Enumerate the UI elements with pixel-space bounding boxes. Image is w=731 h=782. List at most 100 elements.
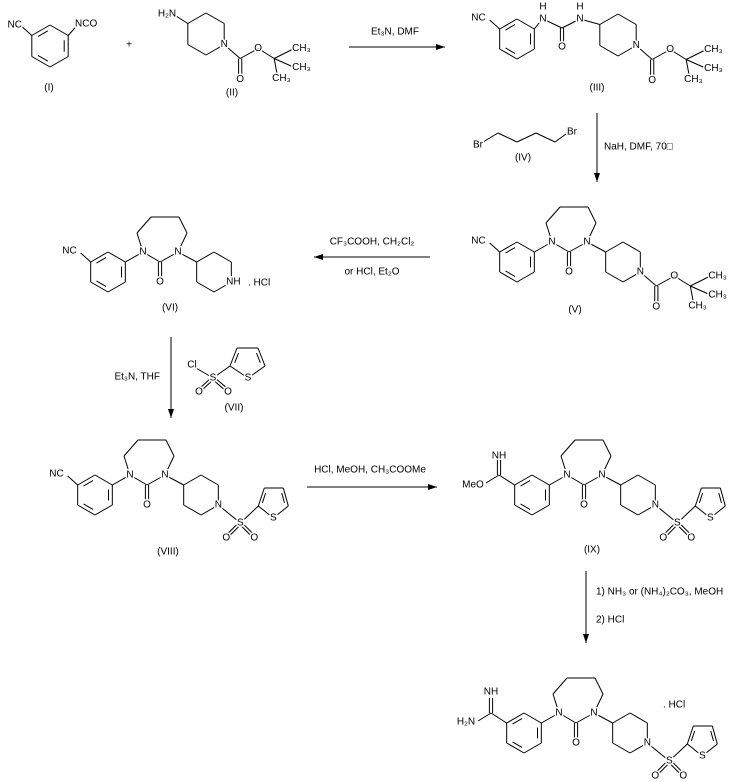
atom-label: S (270, 513, 277, 524)
bond (125, 251, 144, 263)
bond (668, 743, 688, 762)
bond (687, 743, 703, 757)
atom-label: N (539, 14, 546, 25)
bond (489, 19, 501, 30)
bond (593, 693, 604, 714)
bond (656, 275, 675, 287)
bond (273, 505, 289, 519)
bond (218, 504, 241, 524)
atom-label: NC (8, 20, 22, 31)
atom-label: CH₃ (292, 62, 311, 73)
atom-label: N (644, 738, 651, 749)
bond (67, 475, 79, 486)
atom-label: S (699, 751, 706, 762)
bond (558, 712, 577, 724)
bond (542, 18, 563, 29)
bond (686, 725, 694, 745)
atom-label: N (563, 470, 570, 481)
atom-label: N (637, 267, 644, 278)
bond (187, 12, 207, 24)
reagent-label: 2) HCl (596, 615, 624, 626)
bond (177, 232, 188, 253)
bond (37, 54, 49, 62)
arrowhead-icon (583, 634, 589, 643)
bond (575, 712, 595, 724)
bond (554, 133, 567, 143)
bond (685, 59, 705, 68)
bond (256, 352, 261, 364)
step2-arrow: NaH, DMF, 70□ (594, 113, 673, 182)
bond (690, 730, 696, 741)
bond (37, 30, 49, 38)
bond (257, 487, 265, 507)
step5-arrow: HCl, MeOH, CH₃COOMe (307, 465, 437, 490)
atom-label: O (679, 771, 687, 782)
atom-label: O (565, 267, 573, 278)
bond (213, 281, 232, 293)
atom-label: O (666, 44, 674, 55)
bond (223, 44, 241, 59)
compound-label: (IV) (515, 153, 531, 164)
compound-label: (VII) (225, 403, 244, 414)
atom-label: O (651, 771, 659, 782)
atom-label: N (576, 14, 583, 25)
bond (549, 474, 568, 486)
bond (583, 474, 603, 486)
bond (635, 45, 653, 60)
bond (516, 241, 535, 253)
bond (579, 18, 600, 25)
bond (516, 18, 535, 30)
bond (620, 474, 639, 486)
bond (505, 47, 516, 54)
compound-label: (I) (44, 83, 53, 94)
bond (605, 241, 624, 253)
bond (49, 56, 69, 68)
reagent-label: or HCl, Et₂O (345, 267, 400, 278)
bond (523, 742, 542, 754)
atom-label: O (572, 738, 580, 749)
bond (31, 24, 51, 36)
bond (587, 206, 597, 224)
bond (601, 474, 621, 486)
bond (240, 521, 255, 536)
bond (234, 352, 239, 364)
bond (637, 474, 656, 486)
bond (239, 505, 259, 524)
bond (187, 44, 207, 56)
bond (551, 241, 570, 253)
bond (213, 251, 232, 263)
compound-label: (VI) (162, 303, 178, 314)
bond (200, 504, 219, 516)
bond (49, 24, 69, 36)
atom-label: N (215, 500, 222, 511)
bond (505, 270, 516, 277)
bond (605, 271, 624, 283)
bond (482, 132, 499, 143)
nitrile-label: NC (62, 246, 76, 257)
bond (702, 743, 718, 757)
bond (273, 49, 293, 59)
bond (499, 18, 518, 30)
bond (516, 132, 537, 143)
arrowhead-icon (314, 254, 323, 260)
bond (261, 492, 267, 503)
bond (499, 271, 518, 283)
plus-sign: + (126, 40, 132, 51)
bond (485, 474, 500, 484)
bond (83, 503, 94, 510)
bond (685, 59, 690, 76)
step1-arrow: Et₃N, DMF (349, 27, 445, 50)
bond (647, 742, 670, 762)
atom-label: CH₃ (684, 74, 703, 85)
bond (123, 439, 139, 457)
bond (258, 505, 274, 519)
bond (718, 492, 722, 503)
atom-label: CH₃ (272, 73, 291, 84)
atom-label: CH₃ (704, 63, 723, 74)
bond (498, 474, 515, 486)
atom-label: NH (226, 277, 240, 288)
